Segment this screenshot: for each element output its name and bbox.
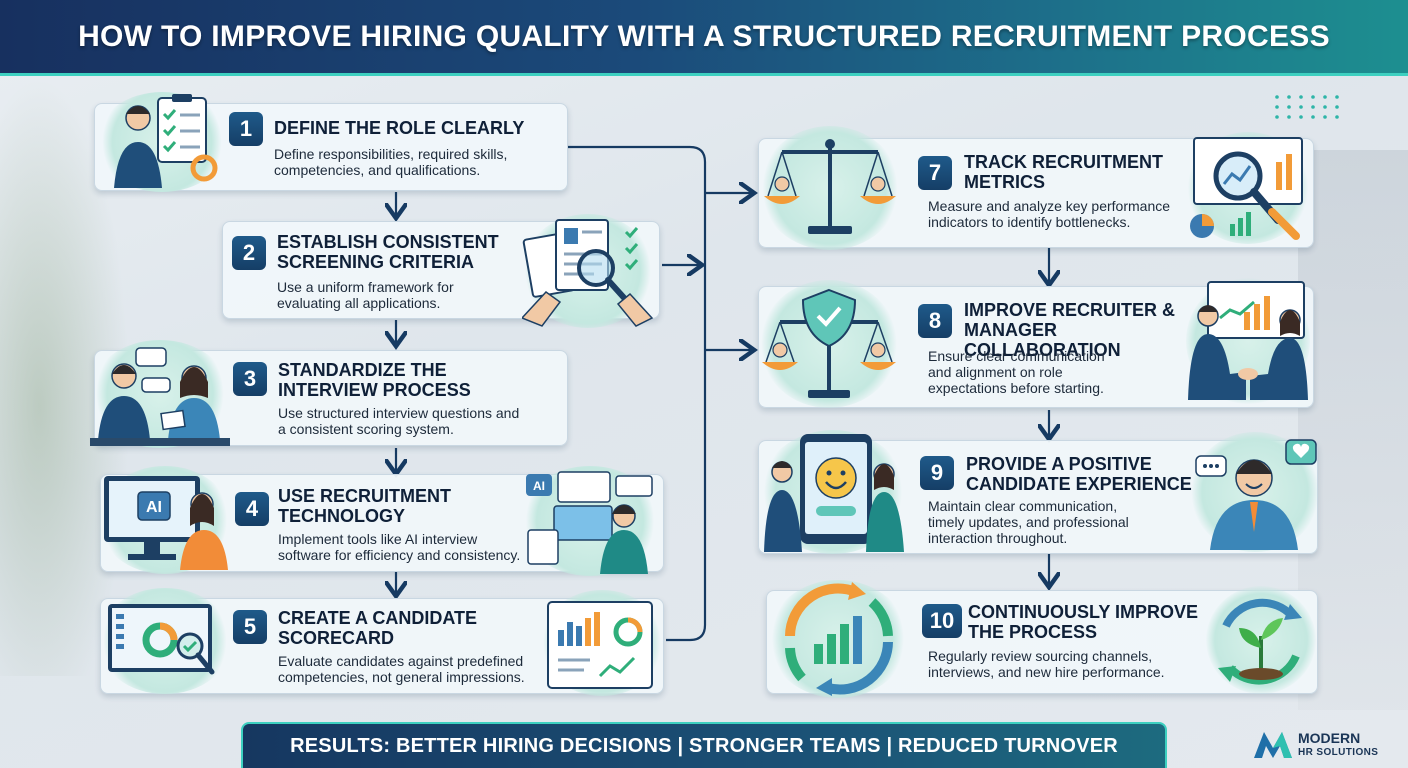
step-3-title: STANDARDIZE THE INTERVIEW PROCESS: [278, 360, 471, 400]
step-5-side-illustration: [540, 590, 664, 696]
clipboard-checklist-icon: [114, 94, 218, 188]
ai-badge-label: AI: [533, 479, 545, 493]
scale-metrics-icon: [764, 139, 896, 234]
m-logo-icon: [1254, 732, 1292, 758]
step-5-title: CREATE A CANDIDATE SCORECARD: [278, 608, 477, 648]
step-8-illustration: [760, 280, 898, 408]
step-4-title: USE RECRUITMENT TECHNOLOGY: [278, 486, 452, 526]
step-8-title: IMPROVE RECRUITER & MANAGER COLLABORATIO…: [964, 300, 1176, 360]
step-9-title: PROVIDE A POSITIVE CANDIDATE EXPERIENCE: [966, 454, 1192, 494]
page-header: HOW TO IMPROVE HIRING QUALITY WITH A STR…: [0, 0, 1408, 76]
step-5-illustration: [98, 588, 232, 694]
step-10-number: 10: [922, 604, 962, 638]
step-1-illustration: [96, 92, 228, 192]
smiley-phone-icon: [764, 434, 904, 552]
step-8-side-illustration: [1186, 278, 1310, 404]
logo-tagline: HR SOLUTIONS: [1298, 747, 1379, 758]
step-7-side-illustration: [1186, 132, 1310, 244]
step-7-title: TRACK RECRUITMENT METRICS: [964, 152, 1163, 192]
step-3-illustration: [90, 340, 230, 448]
step-2-title: ESTABLISH CONSISTENT SCREENING CRITERIA: [277, 232, 499, 272]
step-10-description: Regularly review sourcing channels, inte…: [928, 648, 1165, 680]
logo-name: MODERN: [1298, 730, 1361, 746]
step-9-illustration: [760, 430, 906, 554]
results-banner: RESULTS: BETTER HIRING DECISIONS | STRON…: [241, 722, 1167, 768]
step-1-number: 1: [229, 112, 263, 146]
step-9-side-illustration: [1190, 432, 1320, 552]
step-5-description: Evaluate candidates against predefined c…: [278, 653, 525, 685]
step-8-description: Ensure clear communication and alignment…: [928, 348, 1105, 396]
step-2-number: 2: [232, 236, 266, 270]
step-4-side-illustration: AI: [520, 466, 660, 576]
step-7-number: 7: [918, 156, 952, 190]
plant-growth-icon: [1218, 598, 1302, 685]
ai-chip-label: AI: [146, 499, 162, 516]
step-4-illustration: AI: [98, 466, 232, 574]
interview-people-icon: [90, 347, 230, 446]
results-text: RESULTS: BETTER HIRING DECISIONS | STRON…: [290, 734, 1118, 757]
step-7-description: Measure and analyze key performance indi…: [928, 198, 1171, 230]
happy-candidate-icon: [1195, 439, 1317, 550]
step-8-number: 8: [918, 304, 952, 338]
ai-computer-icon: AI: [104, 476, 228, 570]
ai-dashboard-icon: AI: [526, 471, 653, 574]
step-1-title: DEFINE THE ROLE CLEARLY: [274, 118, 525, 138]
cycle-growth-icon: [785, 582, 893, 696]
scorecard-chart-icon: [108, 604, 215, 675]
step-5-number: 5: [233, 610, 267, 644]
report-dashboard-icon: [547, 601, 653, 689]
page-title: HOW TO IMPROVE HIRING QUALITY WITH A STR…: [78, 19, 1330, 53]
step-10-side-illustration: [1206, 586, 1316, 694]
handshake-icon: [1188, 281, 1308, 400]
magnifier-resume-icon: [522, 219, 654, 327]
step-1-description: Define responsibilities, required skills…: [274, 146, 508, 178]
step-7-illustration: [760, 126, 900, 250]
step-4-number: 4: [235, 492, 269, 526]
step-10-title: CONTINUOUSLY IMPROVE THE PROCESS: [968, 602, 1199, 642]
step-3-number: 3: [233, 362, 267, 396]
step-2-illustration: [522, 214, 654, 328]
step-4-description: Implement tools like AI interview softwa…: [278, 531, 521, 563]
step-3-description: Use structured interview questions and a…: [278, 405, 520, 437]
shield-scale-icon: [762, 288, 896, 398]
decorative-dots-icon: [1275, 95, 1339, 119]
step-2-description: Use a uniform framework for evaluating a…: [277, 279, 454, 311]
step-9-number: 9: [920, 456, 954, 490]
step-9-description: Maintain clear communication, timely upd…: [928, 498, 1129, 546]
magnifier-chart-icon: [1190, 137, 1303, 240]
step-10-illustration: [768, 580, 908, 698]
company-logo: MODERN HR SOLUTIONS: [1252, 728, 1402, 762]
